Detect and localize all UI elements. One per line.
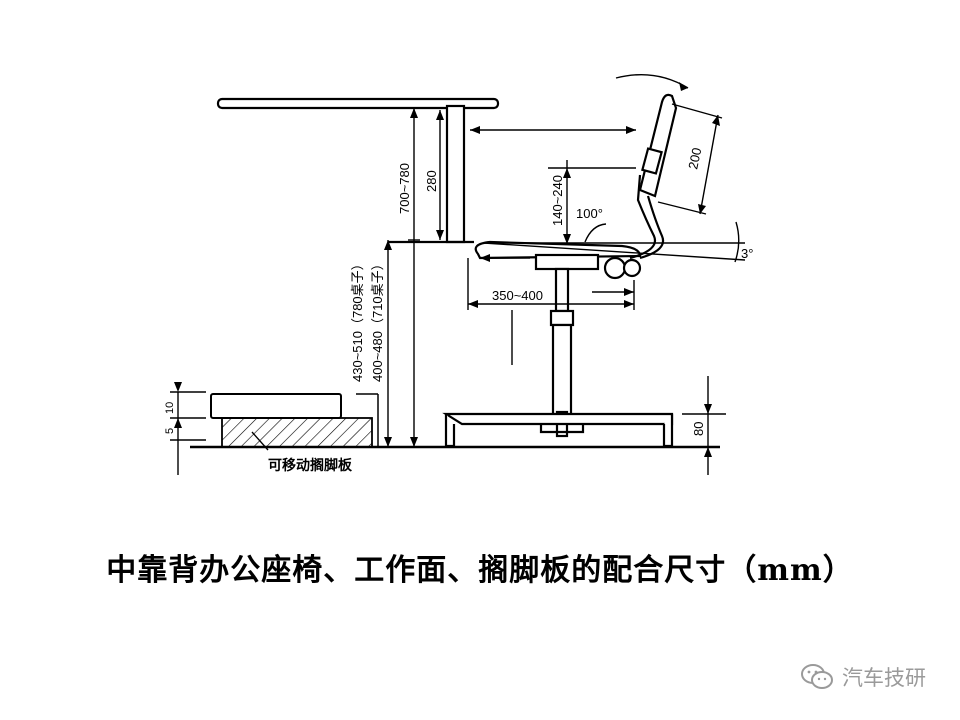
work-table	[216, 97, 500, 244]
wechat-icon	[801, 664, 833, 689]
label-backrest-angle: 100°	[576, 206, 603, 221]
label-seat-height-710: 400~480（710桌子）	[370, 257, 385, 382]
label-seat-tilt: 3°	[741, 246, 753, 261]
label-footrest-bottom: 5	[164, 428, 176, 434]
label-backrest-height: 140~240	[550, 175, 565, 226]
movable-footrest	[210, 393, 379, 448]
label-footrest-name: 可移动搁脚板	[268, 457, 353, 473]
label-seat-depth: 350~400	[492, 288, 543, 303]
label-backrest-length: 200	[685, 146, 704, 170]
office-chair	[442, 93, 678, 448]
label-footrest-top: 10	[164, 402, 176, 414]
label-clearance: 280	[424, 170, 439, 192]
label-base-height: 80	[691, 422, 706, 436]
dimension-lines	[170, 73, 746, 475]
arrowheads	[174, 82, 720, 457]
watermark: 汽车技研	[800, 662, 926, 692]
label-seat-height-780: 430~510（780桌子）	[350, 257, 365, 382]
figure-caption: 中靠背办公座椅、工作面、搁脚板的配合尺寸（mm）	[106, 553, 854, 588]
watermark-text: 汽车技研	[842, 666, 926, 690]
dimension-labels: 700~780 280 140~240 200 100° 3° 350~400 …	[164, 146, 753, 473]
label-table-height: 700~780	[397, 163, 412, 214]
